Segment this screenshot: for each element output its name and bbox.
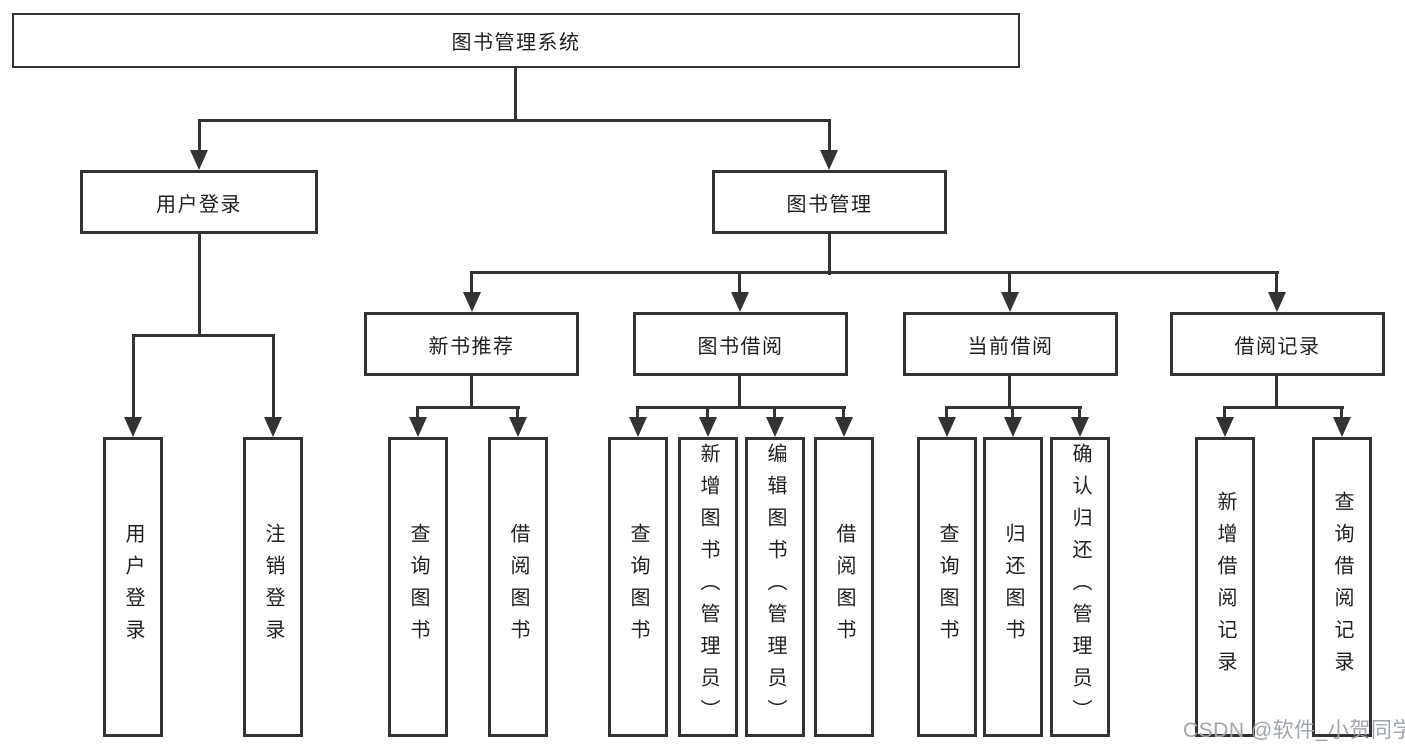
watermark: CSDN @软件_小贺同学 [1183,719,1405,742]
leaf-logout: 注销登录 [243,437,303,737]
connector-stem [514,66,517,121]
connector-drop [1340,406,1343,419]
arrow-down-icon [190,150,208,170]
arrow-down-icon [1333,417,1351,437]
connector-drop [416,406,419,419]
node-new-book-recommend: 新书推荐 [364,312,579,376]
node-borrow-record: 借阅记录 [1170,312,1385,376]
leaf-record-query-borrow-record: 查询借阅记录 [1312,437,1372,737]
arrow-down-icon [1004,417,1022,437]
node-book-management: 图书管理 [712,170,947,234]
connector-rail [637,406,846,409]
arrow-down-icon [1268,292,1286,312]
connector-rail [132,334,275,337]
connector-rail [1224,406,1344,409]
leaf-borrow-borrow-book: 借阅图书 [814,437,874,737]
connector-stem [1275,375,1278,408]
connector-drop [272,334,275,419]
arrow-down-icon [835,417,853,437]
leaf-current-confirm-return-admin: 确认归还（管理员） [1050,437,1110,737]
arrow-down-icon [1071,417,1089,437]
leaf-current-query-book: 查询图书 [917,437,977,737]
connector-stem [738,375,741,408]
connector-drop [738,271,741,294]
arrow-down-icon [938,417,956,437]
arrow-down-icon [1216,417,1234,437]
connector-drop [1275,271,1278,294]
leaf-current-return-book: 归还图书 [983,437,1043,737]
arrow-down-icon [409,417,427,437]
leaf-record-add-borrow-record: 新增借阅记录 [1195,437,1255,737]
arrow-down-icon [264,417,282,437]
arrow-down-icon [629,417,647,437]
node-user-login: 用户登录 [80,170,318,234]
connector-drop [470,271,473,294]
connector-rail [198,119,831,122]
arrow-down-icon [731,292,749,312]
arrow-down-icon [463,292,481,312]
arrow-down-icon [699,417,717,437]
connector-drop [516,406,519,419]
connector-stem [1008,375,1011,408]
arrow-down-icon [124,417,142,437]
connector-drop [1078,406,1081,419]
connector-stem [470,375,473,408]
leaf-recommend-borrow-book: 借阅图书 [488,437,548,737]
leaf-recommend-query-book: 查询图书 [388,437,448,737]
connector-drop [1223,406,1226,419]
connector-stem [198,233,201,337]
node-book-borrow: 图书借阅 [633,312,848,376]
leaf-borrow-add-book-admin: 新增图书（管理员） [678,437,738,737]
leaf-user-login: 用户登录 [103,437,163,737]
connector-rail [946,406,1082,409]
connector-drop [636,406,639,419]
arrow-down-icon [1001,292,1019,312]
connector-drop [132,334,135,419]
arrow-down-icon [509,417,527,437]
arrow-down-icon [766,417,784,437]
leaf-borrow-edit-book-admin: 编辑图书（管理员） [745,437,805,737]
node-current-borrow: 当前借阅 [903,312,1118,376]
connector-drop [706,406,709,419]
connector-drop [1008,271,1011,294]
connector-drop [1011,406,1014,419]
connector-drop [945,406,948,419]
connector-rail [417,406,520,409]
connector-drop [773,406,776,419]
arrow-down-icon [820,150,838,170]
connector-drop [842,406,845,419]
connector-stem [828,233,831,275]
connector-rail [470,271,1279,274]
connector-drop [198,119,201,152]
node-library-management-system: 图书管理系统 [12,13,1020,68]
leaf-borrow-query-book: 查询图书 [608,437,668,737]
connector-drop [828,119,831,152]
